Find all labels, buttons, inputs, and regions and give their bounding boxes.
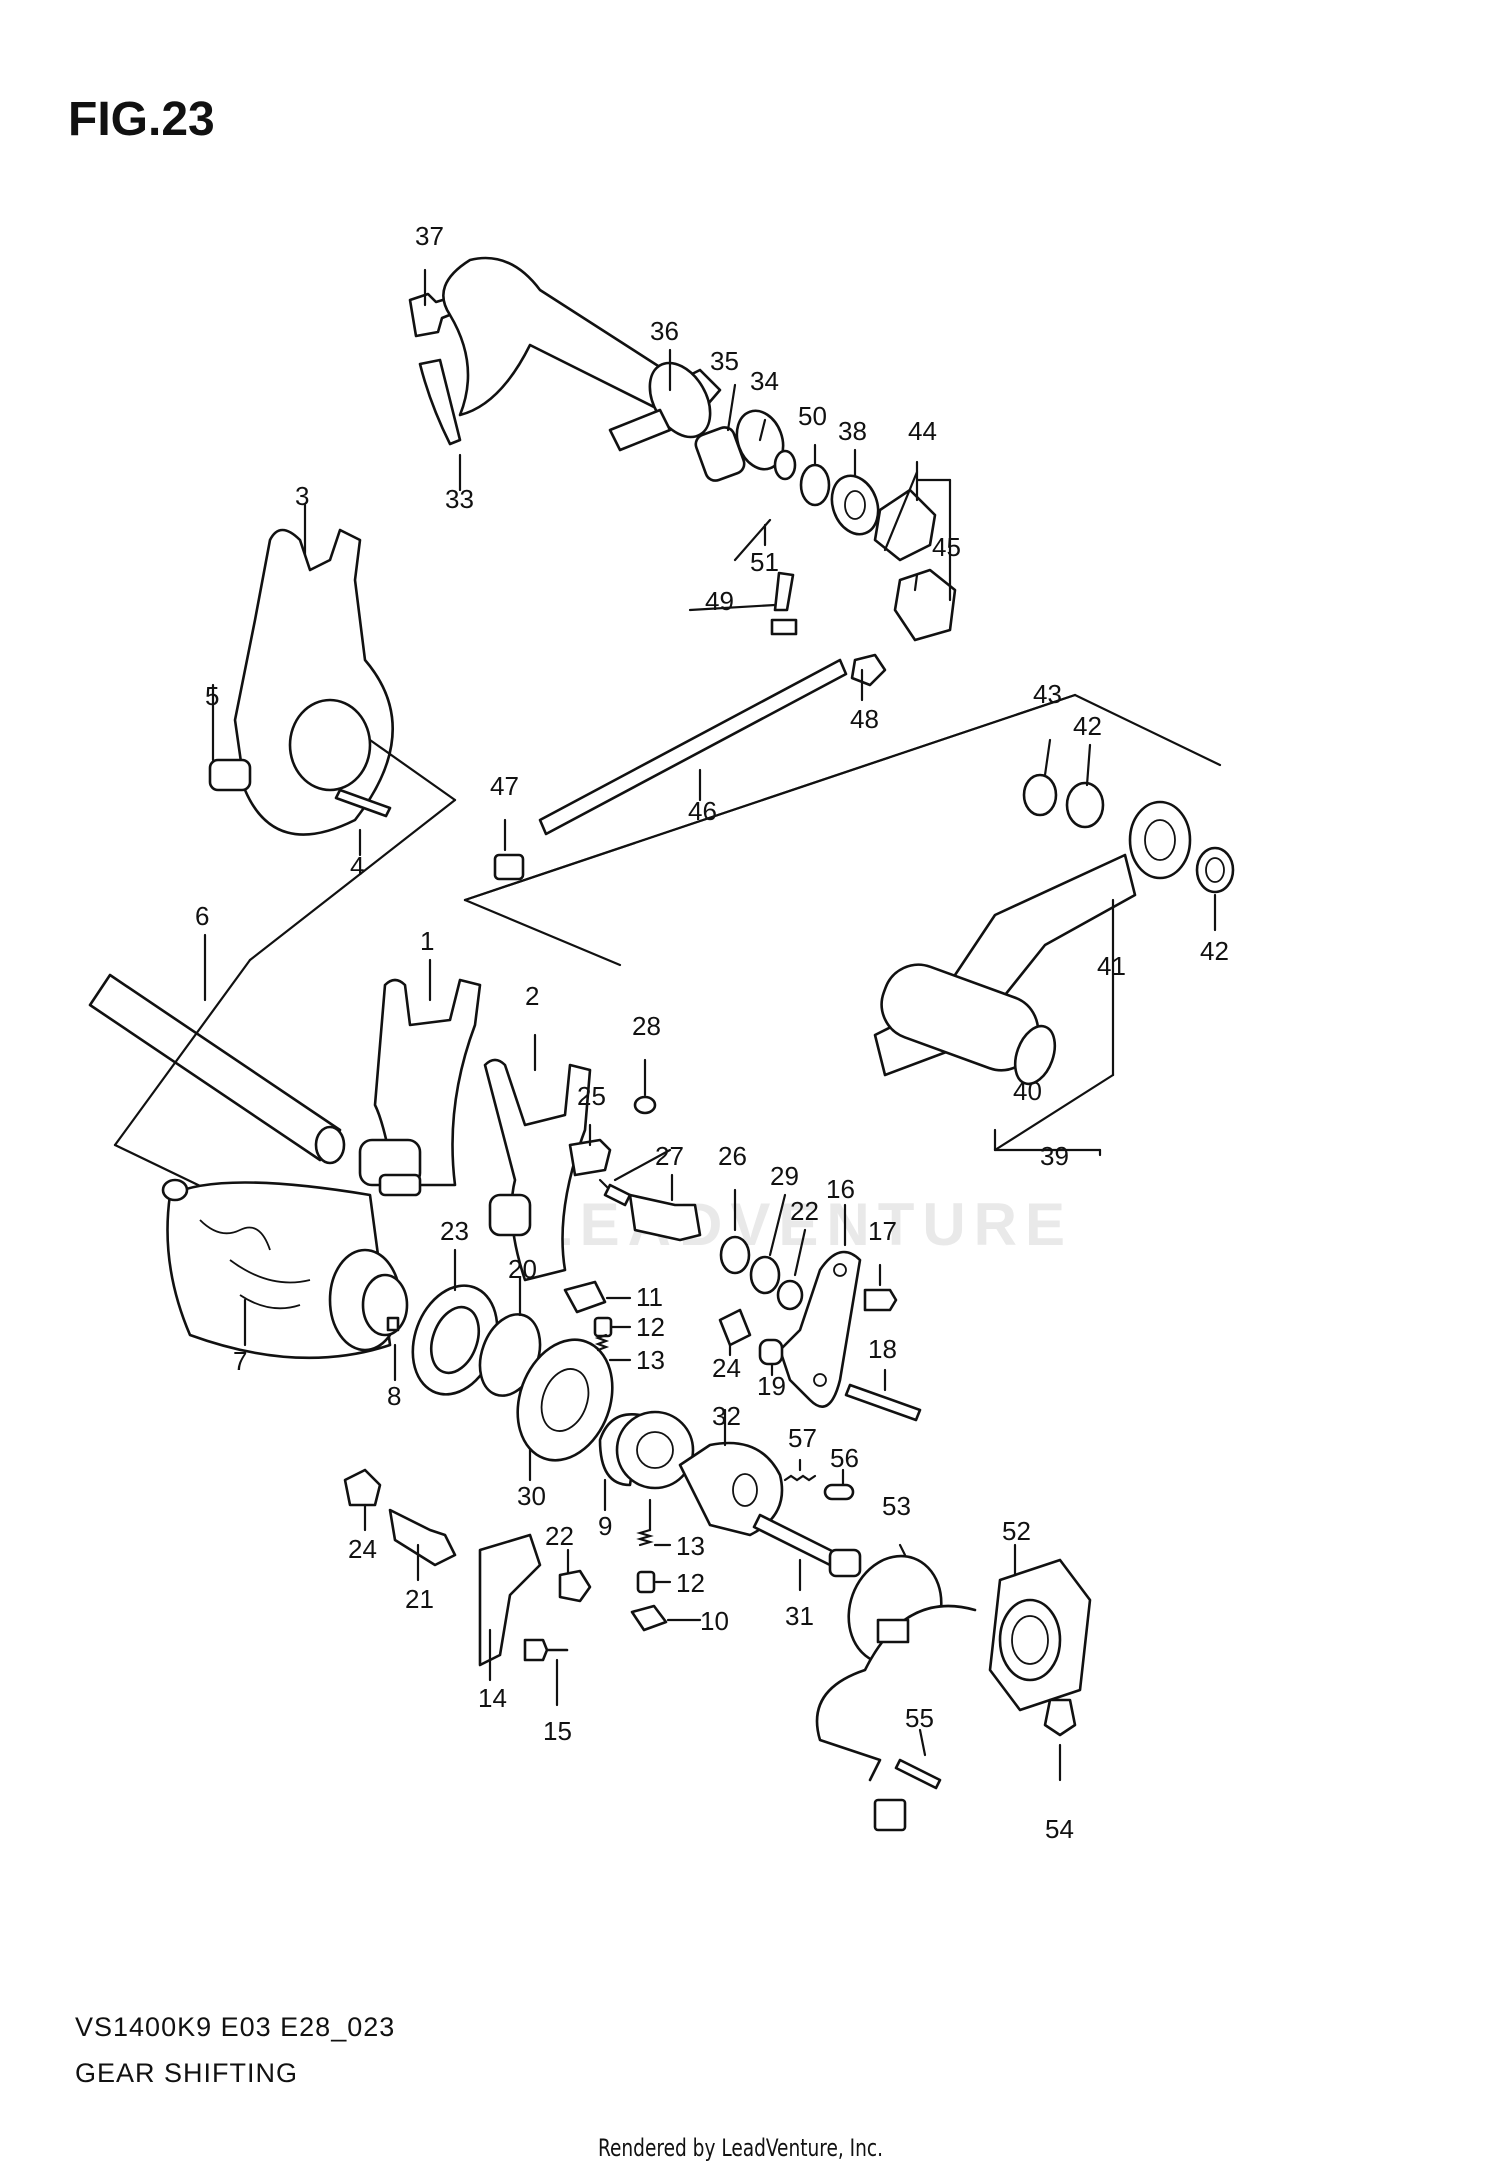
fork-shaft-6 (88, 973, 346, 1165)
callout-48: 48 (850, 704, 879, 734)
callout-38: 38 (838, 416, 867, 446)
callout-12b: 12 (676, 1568, 705, 1598)
callout-26: 26 (718, 1141, 747, 1171)
callout-42b: 42 (1200, 936, 1229, 966)
callout-44: 44 (908, 416, 937, 446)
callout-9: 9 (598, 1511, 612, 1541)
callout-27: 27 (655, 1141, 684, 1171)
callout-57: 57 (788, 1423, 817, 1453)
callout-42a: 42 (1073, 711, 1102, 741)
bearing-23 (411, 1284, 499, 1396)
callout-30: 30 (517, 1481, 546, 1511)
callout-19: 19 (757, 1371, 786, 1401)
callout-24b: 24 (348, 1534, 377, 1564)
gear-position-sensor (815, 1558, 1092, 1832)
callout-32: 32 (712, 1401, 741, 1431)
callout-5: 5 (205, 681, 219, 711)
callout-22b: 22 (545, 1521, 574, 1551)
cam-plate-30 (516, 1338, 614, 1462)
callout-10: 10 (700, 1606, 729, 1636)
callout-52: 52 (1002, 1516, 1031, 1546)
callout-7: 7 (233, 1346, 247, 1376)
callout-56: 56 (830, 1443, 859, 1473)
shift-fork-3 (208, 528, 394, 836)
callout-21: 21 (405, 1584, 434, 1614)
callout-49: 49 (705, 586, 734, 616)
callout-labels: 37 33 36 35 34 50 38 44 45 51 49 48 3 5 … (195, 221, 1229, 1844)
shift-fork-1 (358, 978, 482, 1197)
callout-20: 20 (508, 1254, 537, 1284)
shift-shaft-assembly (408, 256, 957, 687)
callout-6: 6 (195, 901, 209, 931)
callout-33: 33 (445, 484, 474, 514)
callout-29: 29 (770, 1161, 799, 1191)
callout-55: 55 (905, 1703, 934, 1733)
callout-41: 41 (1097, 951, 1126, 981)
section-name: GEAR SHIFTING (75, 2058, 299, 2088)
callout-23: 23 (440, 1216, 469, 1246)
gear-shift-lever (873, 773, 1235, 1086)
shift-rod-46 (493, 658, 848, 881)
callout-50: 50 (798, 401, 827, 431)
callout-1: 1 (420, 926, 434, 956)
callout-36: 36 (650, 316, 679, 346)
callout-11: 11 (636, 1282, 663, 1312)
callout-14: 14 (478, 1683, 507, 1713)
callout-2: 2 (525, 981, 539, 1011)
callout-46: 46 (688, 796, 717, 826)
model-code: VS1400K9 E03 E28_023 (75, 2012, 396, 2042)
gearshift-cam-drum (161, 1178, 409, 1360)
callout-15: 15 (543, 1716, 572, 1746)
callout-54: 54 (1045, 1814, 1074, 1844)
link-plate-16 (778, 1250, 862, 1408)
callout-13b: 13 (676, 1531, 705, 1561)
callout-17: 17 (868, 1216, 897, 1246)
callout-24a: 24 (712, 1353, 741, 1383)
callout-37: 37 (415, 221, 444, 251)
callout-12a: 12 (636, 1312, 665, 1342)
credit-line: Rendered by LeadVenture, Inc. (598, 2134, 884, 2162)
callout-53: 53 (882, 1491, 911, 1521)
callout-4: 4 (350, 851, 364, 881)
callout-43: 43 (1033, 679, 1062, 709)
callout-45: 45 (932, 532, 961, 562)
callout-28: 28 (632, 1011, 661, 1041)
callout-13a: 13 (636, 1345, 665, 1375)
callout-34: 34 (750, 366, 779, 396)
callout-31: 31 (785, 1601, 814, 1631)
callout-51: 51 (750, 547, 779, 577)
callout-35: 35 (710, 346, 739, 376)
callout-47: 47 (490, 771, 519, 801)
callout-25: 25 (577, 1081, 606, 1111)
callout-40: 40 (1013, 1076, 1042, 1106)
callout-16: 16 (826, 1174, 855, 1204)
callout-8: 8 (387, 1381, 401, 1411)
callout-39: 39 (1040, 1141, 1069, 1171)
callout-3: 3 (295, 481, 309, 511)
callout-18: 18 (868, 1334, 897, 1364)
shift-fork-2 (483, 1058, 592, 1282)
figure-title: FIG.23 (68, 93, 215, 146)
callout-22a: 22 (790, 1196, 819, 1226)
ratchet-gear-9 (598, 1410, 695, 1490)
